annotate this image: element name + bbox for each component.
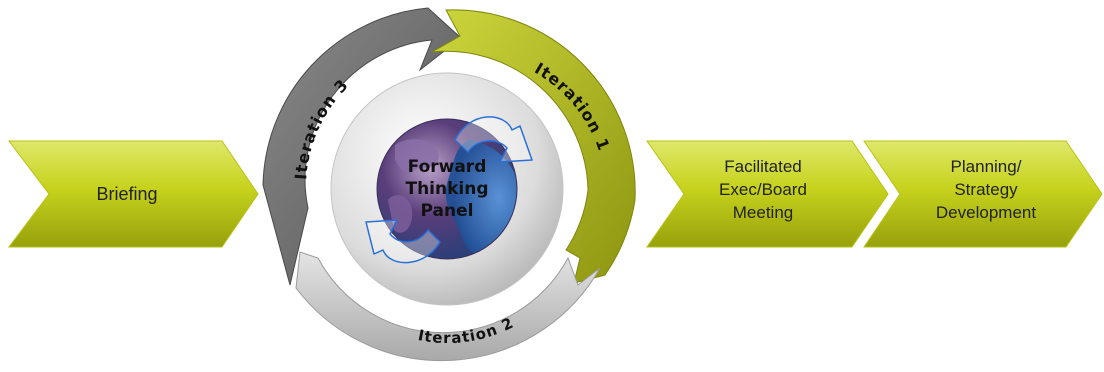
planning-label-line-3: Development — [936, 203, 1036, 222]
globe-icon — [376, 118, 518, 260]
planning-chevron — [863, 140, 1103, 248]
briefing-chevron — [7, 140, 259, 248]
planning-label-line-1: Planning/ — [951, 157, 1022, 176]
meeting-label-line-2: Exec/Board — [719, 180, 807, 199]
planning-step: Planning/ Strategy Development — [863, 140, 1103, 248]
meeting-chevron — [646, 140, 889, 248]
center-label-line-3: Panel — [421, 201, 474, 221]
meeting-step: Facilitated Exec/Board Meeting — [646, 140, 889, 248]
briefing-step: Briefing — [7, 140, 259, 248]
refresh-arrows-icon — [365, 116, 533, 264]
center-label-line-2: Thinking — [405, 179, 488, 199]
briefing-label: Briefing — [96, 184, 157, 204]
meeting-label-line-1: Facilitated — [724, 157, 801, 176]
meeting-label-line-3: Meeting — [733, 203, 793, 222]
center-label-line-1: Forward — [408, 157, 487, 177]
planning-label-line-2: Strategy — [954, 180, 1018, 199]
